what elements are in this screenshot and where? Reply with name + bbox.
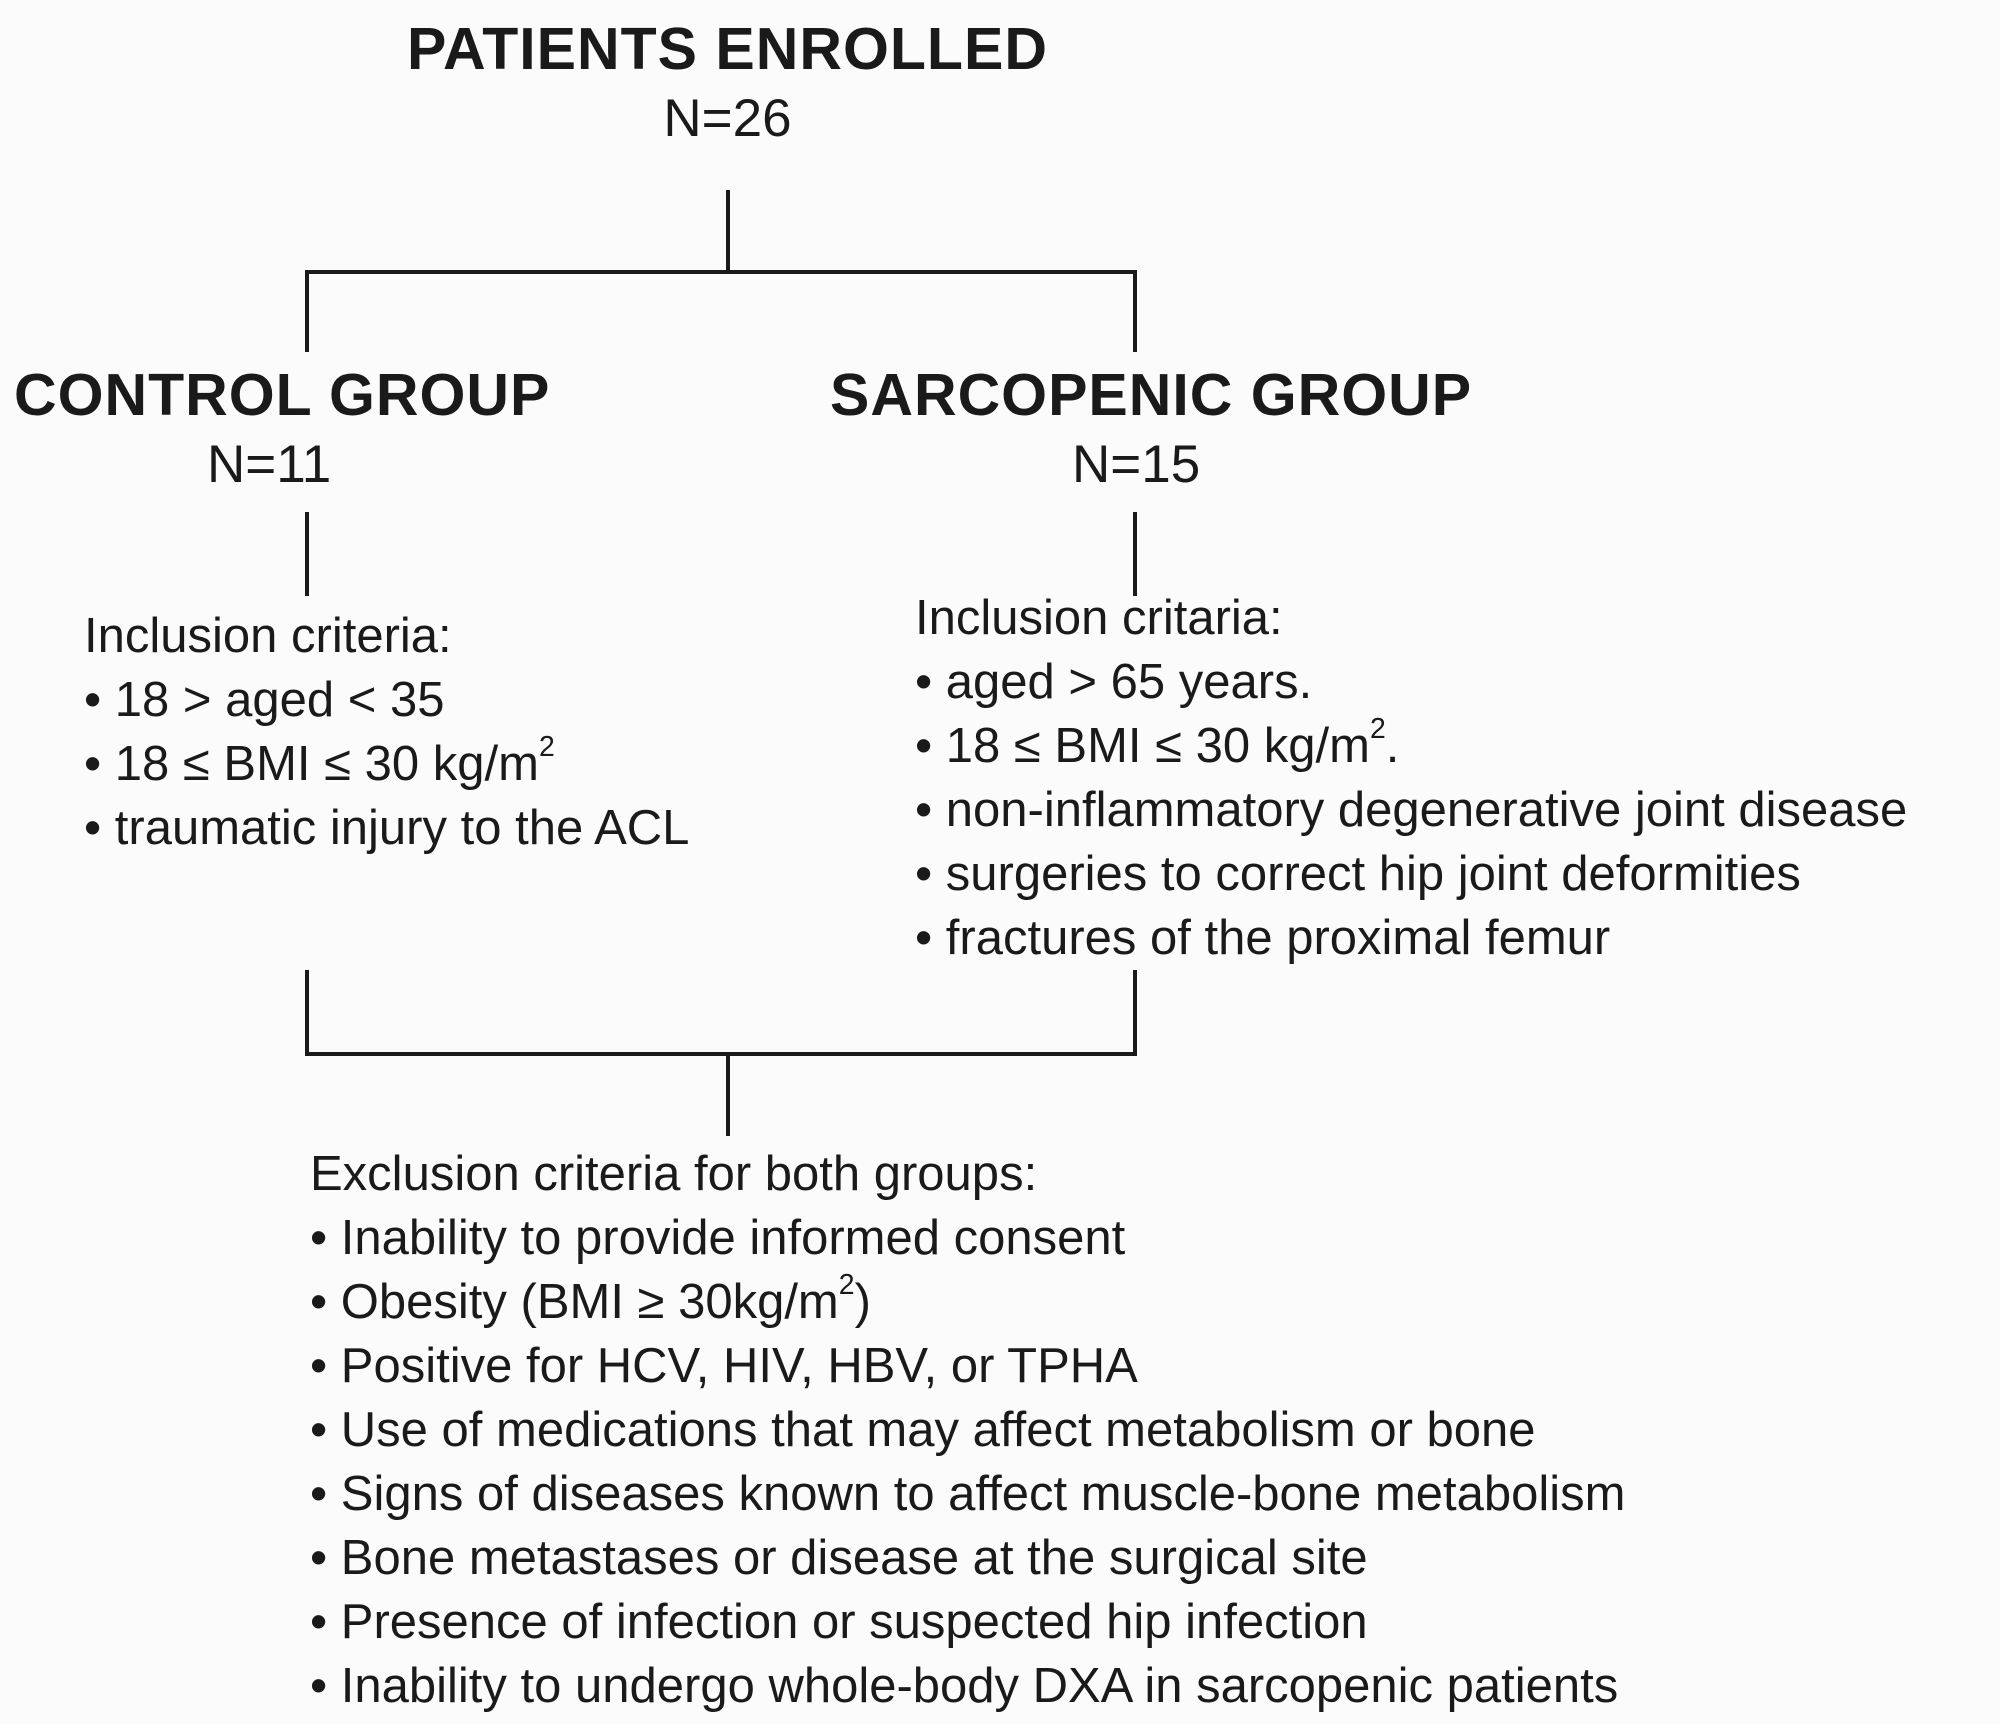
control-criterion-item: 18 ≤ BMI ≤ 30 kg/m2 (84, 732, 689, 796)
exclusion-criteria-list: Inability to provide informed consent Ob… (310, 1206, 1626, 1718)
exclusion-item: Inability to provide informed consent (310, 1206, 1625, 1270)
exclusion-item: Positive for HCV, HIV, HBV, or TPHA (310, 1334, 1625, 1398)
connector-top-bar (305, 270, 1137, 274)
sarcopenic-criteria-title: Inclusion critaria: (915, 591, 1283, 645)
control-criterion-item: traumatic injury to the ACL (84, 796, 690, 860)
sarcopenic-criterion-item: fractures of the proximal femur (915, 906, 1907, 970)
connector-sarcopenic-down (1133, 512, 1137, 596)
control-criterion-item: 18 > aged < 35 (84, 668, 689, 732)
sarcopenic-group-count: N=15 (1072, 435, 1201, 494)
superscript: 2 (538, 730, 555, 763)
control-inclusion-criteria: Inclusion criteria: 18 > aged < 35 18 ≤ … (84, 604, 689, 860)
superscript: 2 (1369, 712, 1386, 745)
exclusion-item: Signs of diseases known to affect muscle… (310, 1462, 1626, 1526)
sarcopenic-criterion-item: 18 ≤ BMI ≤ 30 kg/m2. (915, 714, 1907, 778)
connector-bottom-bar (305, 1052, 1137, 1056)
sarcopenic-criteria-list: aged > 65 years. 18 ≤ BMI ≤ 30 kg/m2. no… (915, 650, 1907, 970)
exclusion-item: Obesity (BMI ≥ 30kg/m2) (310, 1270, 1625, 1334)
connector-bottom-stem (726, 1052, 730, 1136)
connector-right-drop (1133, 270, 1137, 352)
control-criteria-title: Inclusion criteria: (84, 609, 452, 663)
connector-top-stem (726, 190, 730, 274)
patients-enrolled-count: N=26 (663, 89, 792, 148)
connector-right-up (1133, 970, 1137, 1056)
sarcopenic-inclusion-criteria: Inclusion critaria: aged > 65 years. 18 … (915, 586, 1907, 970)
exclusion-item: Use of medications that may affect metab… (310, 1398, 1625, 1462)
exclusion-criteria: Exclusion criteria for both groups: Inab… (310, 1142, 1625, 1718)
exclusion-item: Presence of infection or suspected hip i… (310, 1590, 1625, 1654)
superscript: 2 (838, 1268, 855, 1301)
connector-left-up (305, 970, 309, 1056)
sarcopenic-group-heading: SARCOPENIC GROUP (830, 362, 1473, 428)
patients-enrolled-heading: PATIENTS ENROLLED (407, 16, 1048, 82)
exclusion-item: Bone metastases or disease at the surgic… (310, 1526, 1625, 1590)
connector-left-drop (305, 270, 309, 352)
sarcopenic-criterion-item: surgeries to correct hip joint deformiti… (915, 842, 1907, 906)
sarcopenic-criterion-item: non-inflammatory degenerative joint dise… (915, 778, 1907, 842)
connector-control-down (305, 512, 309, 596)
exclusion-criteria-title: Exclusion criteria for both groups: (310, 1147, 1038, 1201)
control-group-count: N=11 (207, 435, 332, 494)
control-criteria-list: 18 > aged < 35 18 ≤ BMI ≤ 30 kg/m2 traum… (84, 668, 690, 860)
exclusion-item: Inability to undergo whole-body DXA in s… (310, 1654, 1625, 1718)
control-group-heading: CONTROL GROUP (14, 362, 551, 428)
sarcopenic-criterion-item: aged > 65 years. (915, 650, 1907, 714)
